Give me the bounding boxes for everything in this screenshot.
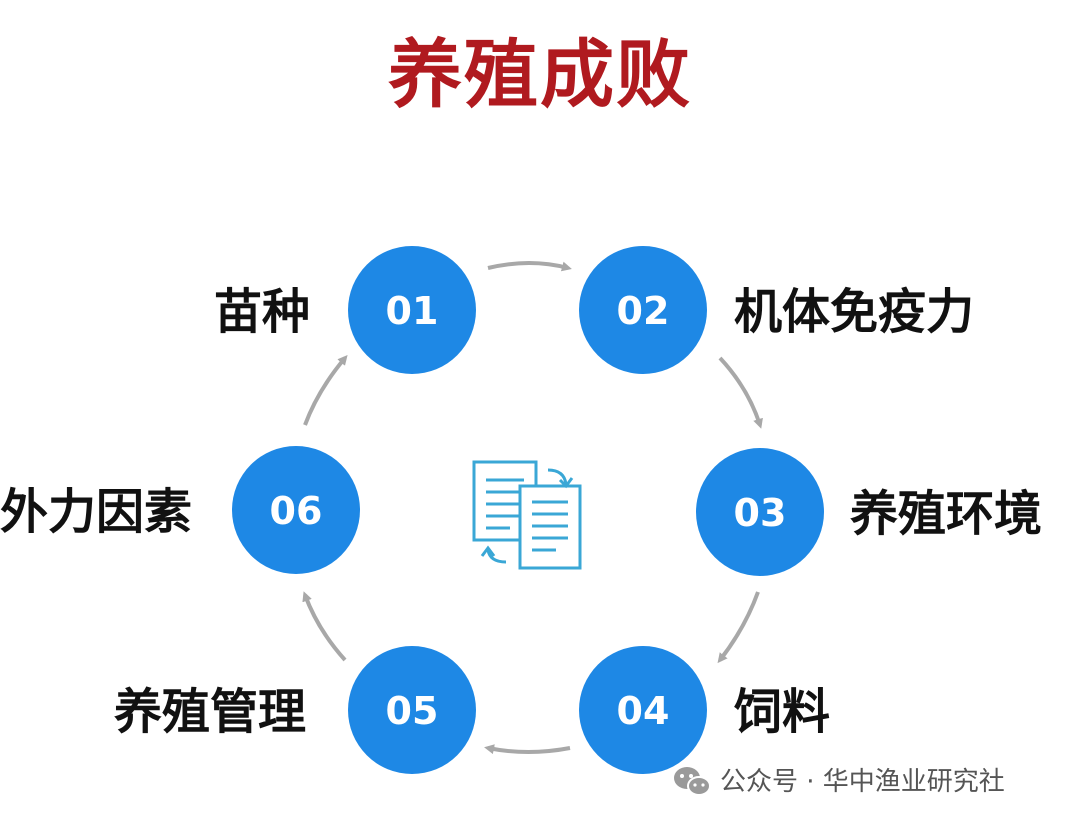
arrow-05-06 bbox=[302, 591, 347, 662]
node-02-label: 机体免疫力 bbox=[734, 284, 975, 340]
watermark-text: 公众号 · 华中渔业研究社 bbox=[720, 767, 1005, 797]
node-01-number: 01 bbox=[386, 289, 439, 333]
arrow-02-03 bbox=[718, 356, 763, 429]
node-01: 01 bbox=[348, 246, 476, 374]
arrow-06-01 bbox=[303, 354, 348, 426]
node-04: 04 bbox=[579, 646, 707, 774]
node-02-number: 02 bbox=[617, 289, 670, 333]
node-03: 03 bbox=[696, 448, 824, 576]
node-01-label: 苗种 bbox=[214, 284, 311, 340]
arrow-03-04 bbox=[717, 591, 760, 664]
node-05-label: 养殖管理 bbox=[114, 684, 307, 740]
node-03-number: 03 bbox=[734, 491, 787, 535]
node-05-number: 05 bbox=[386, 689, 439, 733]
node-03-label: 养殖环境 bbox=[850, 486, 1043, 542]
watermark: 公众号 · 华中渔业研究社 bbox=[672, 762, 1005, 802]
document-exchange-icon bbox=[472, 460, 582, 570]
arrow-01-02 bbox=[487, 261, 572, 272]
node-06-number: 06 bbox=[270, 489, 323, 533]
node-04-label: 饲料 bbox=[734, 684, 831, 740]
wechat-icon bbox=[674, 767, 711, 796]
node-06-label: 外力因素 bbox=[0, 484, 193, 540]
arrow-04-05 bbox=[484, 744, 571, 755]
node-06: 06 bbox=[232, 446, 360, 574]
node-02: 02 bbox=[579, 246, 707, 374]
node-04-number: 04 bbox=[617, 689, 670, 733]
node-05: 05 bbox=[348, 646, 476, 774]
diagram-title: 养殖成败 bbox=[388, 32, 692, 118]
